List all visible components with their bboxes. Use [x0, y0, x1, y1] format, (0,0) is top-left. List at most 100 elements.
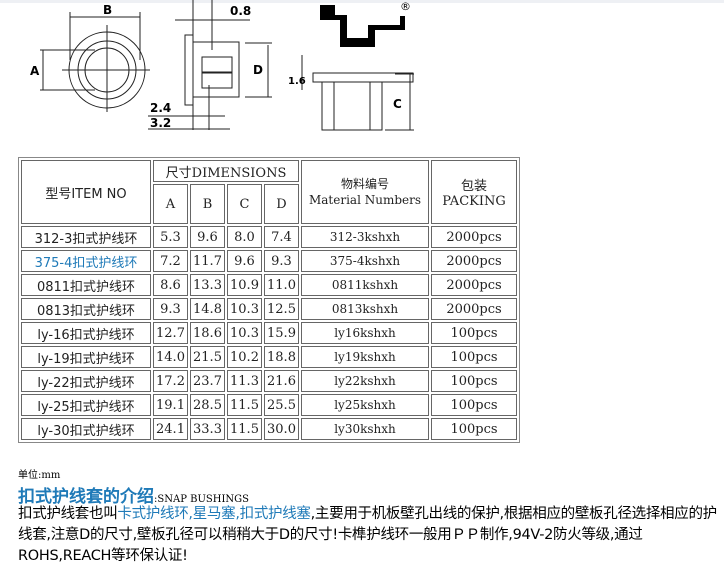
- section-title-cn: 扣式护线套的介绍: [18, 487, 154, 507]
- cell-d: 30.0: [264, 418, 299, 440]
- cell-material: ly30kshxh: [301, 418, 429, 440]
- cell-material: ly16kshxh: [301, 322, 429, 344]
- dimension-diagram: B A 0.8 D 2.4 3.2 1.6 C ®: [30, 0, 414, 131]
- cell-b: 11.7: [190, 250, 225, 272]
- header-dimensions: 尺寸DIMENSIONS: [153, 160, 299, 182]
- header-material-en: Material Numbers: [308, 193, 422, 207]
- cell-c: 10.9: [227, 274, 262, 296]
- cell-c: 10.3: [227, 298, 262, 320]
- cell-d: 11.0: [264, 274, 299, 296]
- cell-a: 17.2: [153, 370, 188, 392]
- cell-a: 24.1: [153, 418, 188, 440]
- table-subheader-row: A B C D: [21, 184, 517, 224]
- label-0-8: 0.8: [230, 4, 251, 18]
- cell-a: 7.2: [153, 250, 188, 272]
- section-title-en: :SNAP BUSHINGS: [154, 494, 249, 505]
- cell-c: 11.5: [227, 394, 262, 416]
- intro-alias-links[interactable]: 卡式护线环,星马塞,扣式护线塞: [117, 506, 311, 522]
- unit-label: 单位:mm: [18, 470, 61, 481]
- cell-a: 5.3: [153, 226, 188, 248]
- cell-c: 10.3: [227, 322, 262, 344]
- logo-shape: [320, 5, 405, 47]
- intro-paragraph: 扣式护线套也叫卡式护线环,星马塞,扣式护线塞,主要用于机板壁孔出线的保护,根据相…: [18, 504, 718, 567]
- cell-a: 9.3: [153, 298, 188, 320]
- cell-d: 18.8: [264, 346, 299, 368]
- cell-d: 7.4: [264, 226, 299, 248]
- cell-b: 28.5: [190, 394, 225, 416]
- cell-material: ly22kshxh: [301, 370, 429, 392]
- cell-d: 21.6: [264, 370, 299, 392]
- header-c: C: [227, 184, 262, 224]
- registered-mark: ®: [400, 0, 411, 13]
- cell-packing: 2000pcs: [431, 226, 517, 248]
- label-2-4: 2.4: [150, 101, 171, 115]
- header-d: D: [264, 184, 299, 224]
- cell-item: ly-19扣式护线环: [21, 346, 151, 368]
- cell-b: 33.3: [190, 418, 225, 440]
- cell-b: 9.6: [190, 226, 225, 248]
- header-b: B: [190, 184, 225, 224]
- cell-material: ly25kshxh: [301, 394, 429, 416]
- intro-text-2: ,主要用于机板壁孔出线的保护,根据相应的壁板孔径选择相应的护线套,注意D的尺寸,…: [18, 506, 717, 564]
- cell-item: 0813扣式护线环: [21, 298, 151, 320]
- cell-b: 18.6: [190, 322, 225, 344]
- cell-packing: 2000pcs: [431, 274, 517, 296]
- cell-material: ly19kshxh: [301, 346, 429, 368]
- cell-c: 8.0: [227, 226, 262, 248]
- section-title: 扣式护线套的介绍:SNAP BUSHINGS: [18, 482, 249, 507]
- cell-item: ly-30扣式护线环: [21, 418, 151, 440]
- header-packing-en: PACKING: [442, 194, 506, 209]
- cell-material: 0813kshxh: [301, 298, 429, 320]
- label-b: B: [103, 3, 112, 17]
- cell-b: 13.3: [190, 274, 225, 296]
- header-item-no: 型号ITEM NO: [21, 160, 151, 224]
- cell-c: 10.2: [227, 346, 262, 368]
- cell-c: 11.3: [227, 370, 262, 392]
- cell-b: 23.7: [190, 370, 225, 392]
- cell-packing: 100pcs: [431, 346, 517, 368]
- cell-a: 19.1: [153, 394, 188, 416]
- cell-packing: 100pcs: [431, 394, 517, 416]
- cell-item: ly-16扣式护线环: [21, 322, 151, 344]
- cell-item: ly-25扣式护线环: [21, 394, 151, 416]
- header-a: A: [153, 184, 188, 224]
- cell-c: 11.5: [227, 418, 262, 440]
- label-c: C: [393, 97, 402, 111]
- cell-d: 9.3: [264, 250, 299, 272]
- label-a: A: [30, 64, 40, 78]
- header-material-cn: 物料编号: [340, 177, 389, 191]
- cell-material: 312-3kshxh: [301, 226, 429, 248]
- spec-table: 型号ITEM NO 尺寸DIMENSIONS 物料编号 Material Numb…: [18, 157, 520, 443]
- table-header-row: 型号ITEM NO 尺寸DIMENSIONS 物料编号 Material Numb…: [21, 160, 517, 224]
- cell-b: 21.5: [190, 346, 225, 368]
- label-d: D: [253, 63, 263, 77]
- cell-packing: 100pcs: [431, 322, 517, 344]
- cell-d: 25.5: [264, 394, 299, 416]
- cell-d: 12.5: [264, 298, 299, 320]
- cell-a: 12.7: [153, 322, 188, 344]
- cell-item: 0811扣式护线环: [21, 274, 151, 296]
- cell-c: 9.6: [227, 250, 262, 272]
- cell-packing: 2000pcs: [431, 298, 517, 320]
- cell-b: 14.8: [190, 298, 225, 320]
- cell-d: 15.9: [264, 322, 299, 344]
- cell-packing: 2000pcs: [431, 250, 517, 272]
- label-1-6: 1.6: [288, 76, 306, 87]
- cell-a: 8.6: [153, 274, 188, 296]
- cell-material: 375-4kshxh: [301, 250, 429, 272]
- cell-packing: 100pcs: [431, 418, 517, 440]
- label-3-2: 3.2: [150, 116, 171, 130]
- cell-item[interactable]: 375-4扣式护线环: [21, 250, 151, 272]
- cell-a: 14.0: [153, 346, 188, 368]
- top-bar: [0, 0, 724, 3]
- header-packing-cn: 包装: [460, 179, 487, 194]
- cell-material: 0811kshxh: [301, 274, 429, 296]
